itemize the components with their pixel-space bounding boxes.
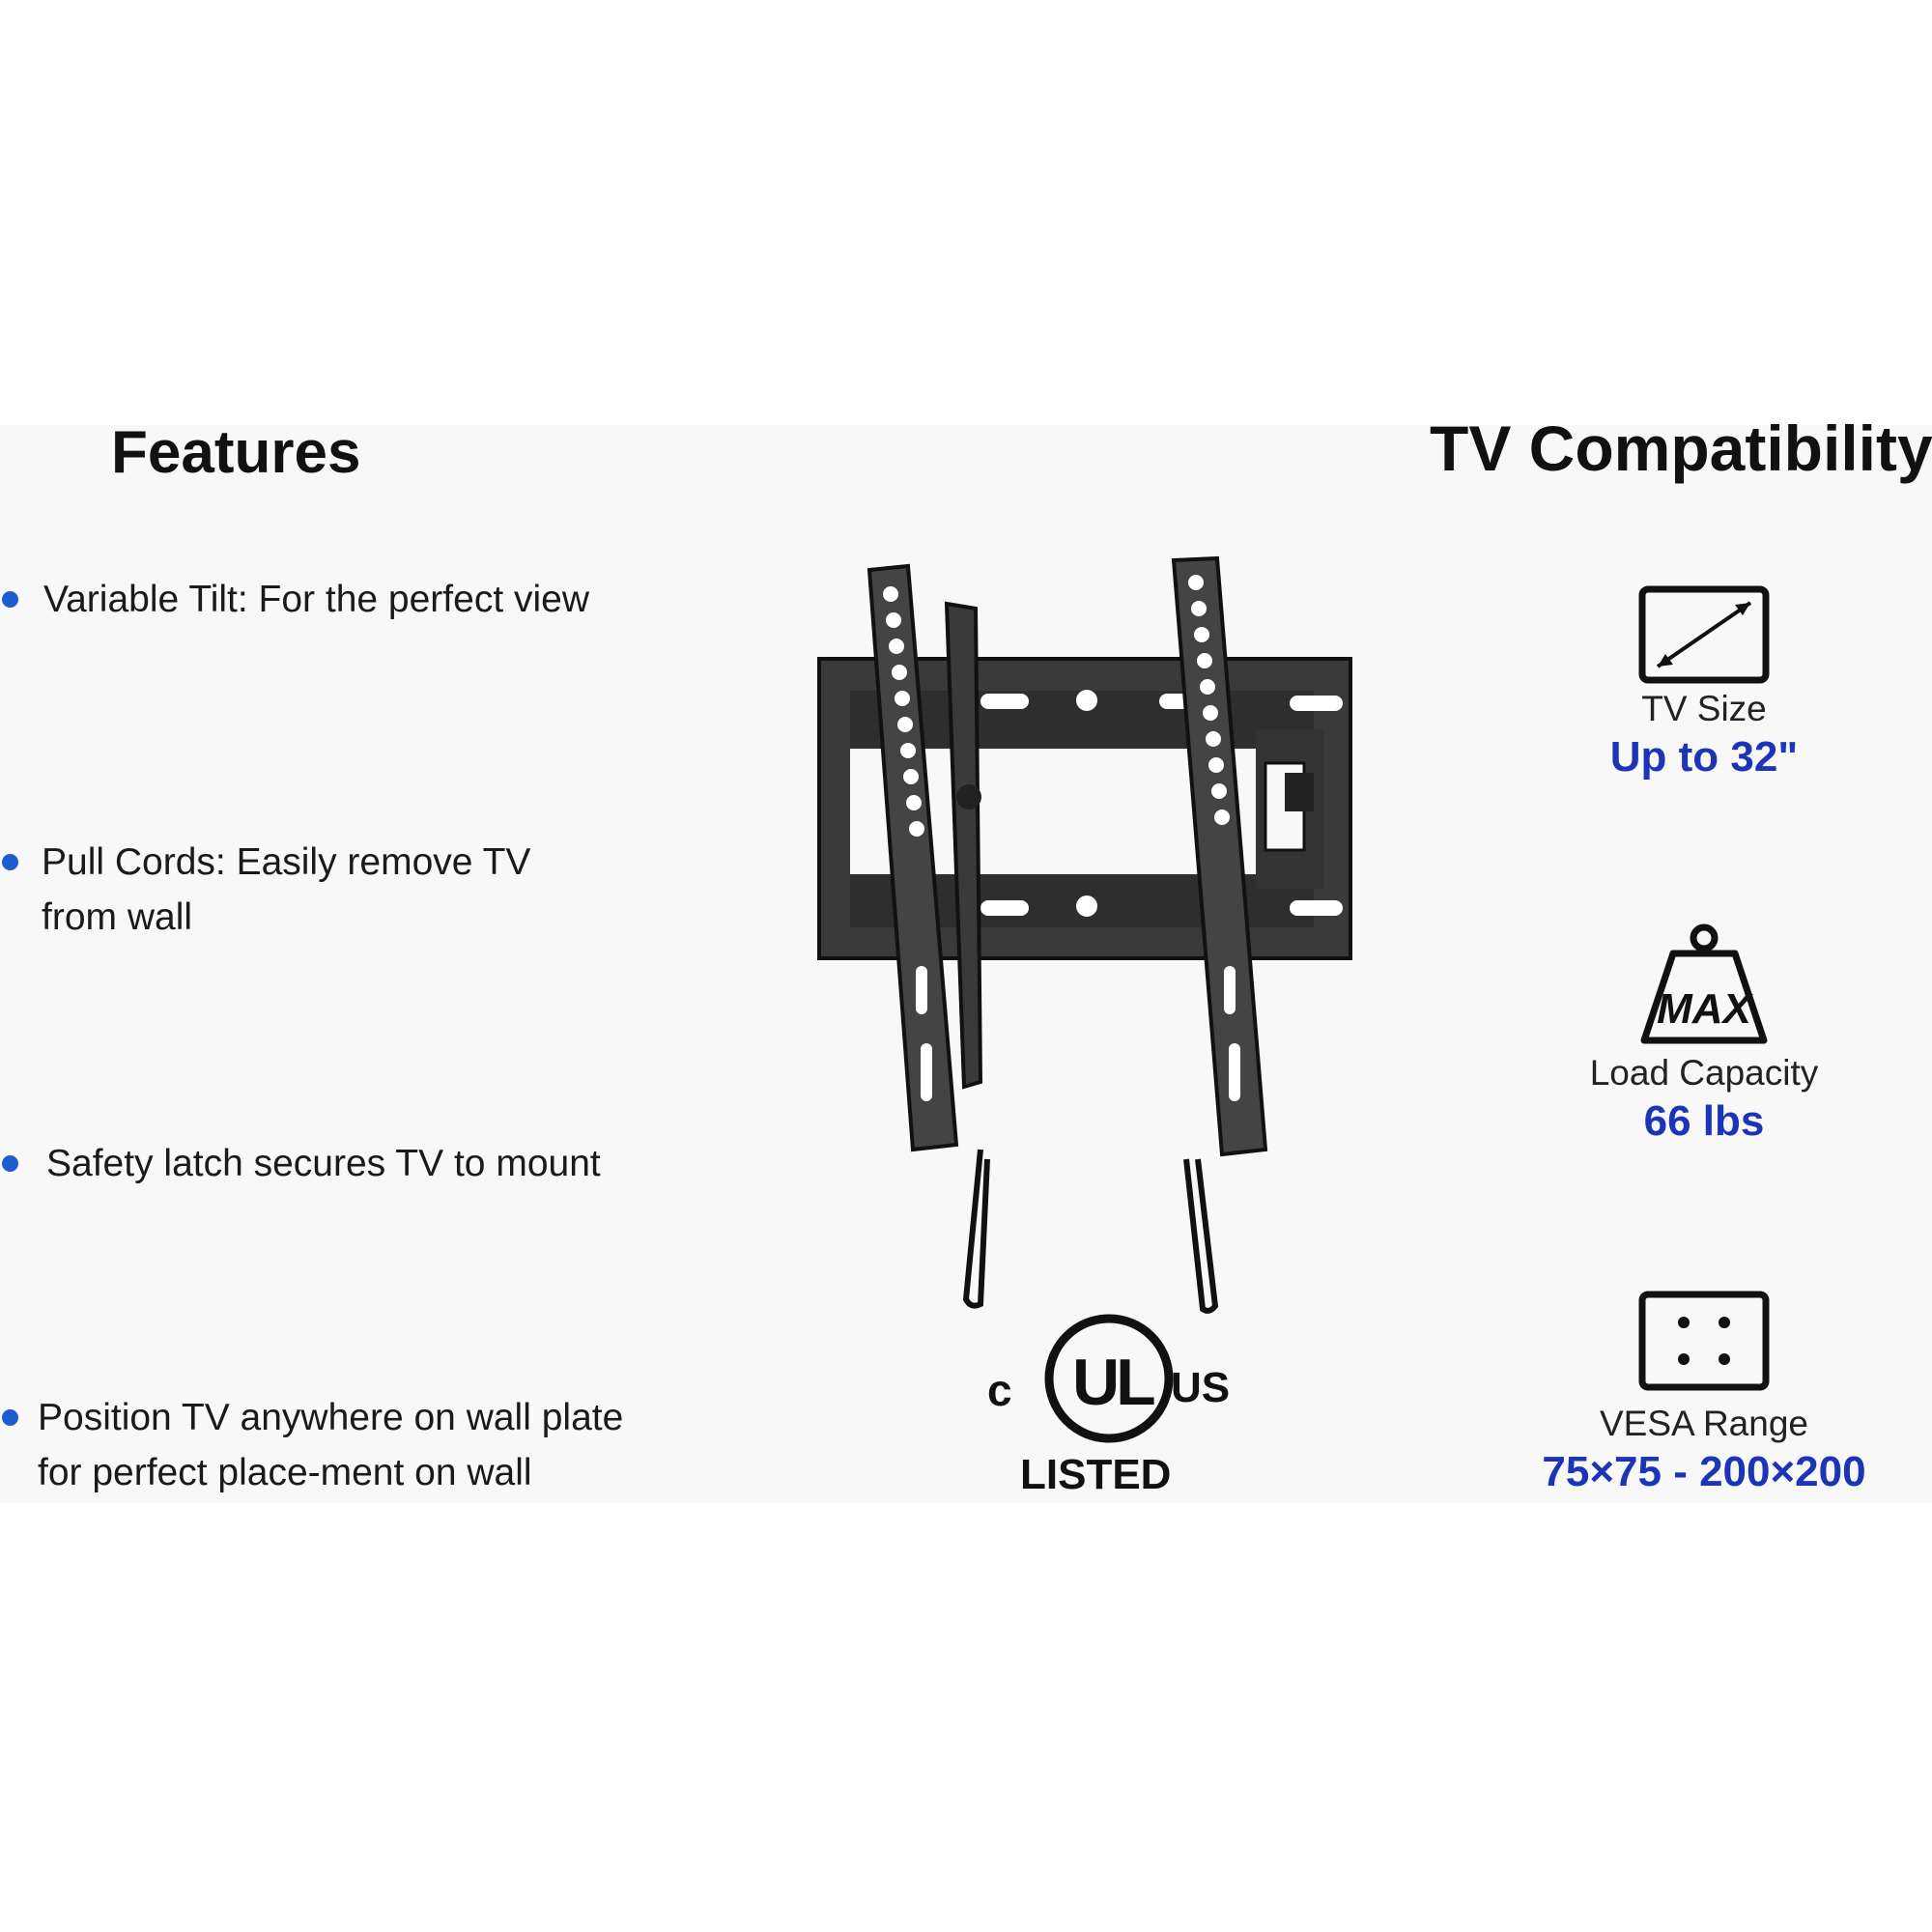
spec-label: Load Capacity (1589, 1053, 1819, 1093)
features-title: Features (111, 419, 361, 486)
max-weight-icon: MAX (1640, 923, 1768, 1044)
bullet-icon (2, 1409, 18, 1426)
ul-mark: UL (1072, 1346, 1156, 1419)
bullet-icon (2, 1155, 18, 1172)
feature-text: Safety latch secures TV to mount (46, 1143, 601, 1184)
spec-vesa-range: VESA Range 75×75 - 200×200 (1511, 1291, 1897, 1496)
feature-item: Pull Cords: Easily remove TV from wall (0, 835, 676, 951)
ul-listed-caption: LISTED (1020, 1451, 1172, 1498)
spec-value: 75×75 - 200×200 (1542, 1448, 1866, 1495)
feature-item: Safety latch secures TV to mount (0, 1136, 676, 1194)
ul-us-mark: US (1171, 1364, 1231, 1411)
bullet-icon (2, 854, 18, 870)
feature-text: Position TV anywhere on wall plate (38, 1397, 624, 1438)
spec-tv-size: TV Size Up to 32" (1511, 585, 1897, 781)
spec-value: 66 lbs (1643, 1097, 1765, 1145)
tv-diagonal-icon (1638, 585, 1770, 684)
tv-mount-image (817, 555, 1352, 1314)
ul-circle-icon (1044, 1314, 1174, 1443)
feature-item: Position TV anywhere on wall plate for p… (0, 1390, 696, 1506)
feature-text: Pull Cords: Easily remove TV (42, 841, 531, 883)
compatibility-title: TV Compatibility (1430, 412, 1932, 484)
feature-item: Variable Tilt: For the perfect view (0, 572, 676, 630)
spec-label: VESA Range (1600, 1404, 1808, 1443)
ul-listed-logo: UL c US LISTED (985, 1306, 1231, 1499)
vesa-pattern-icon (1638, 1291, 1770, 1391)
feature-text: from wall (42, 896, 193, 938)
spec-label: TV Size (1641, 689, 1767, 728)
spec-load-capacity: MAX Load Capacity 66 lbs (1511, 923, 1897, 1146)
feature-text: Variable Tilt: For the perfect view (43, 579, 590, 620)
max-text: MAX (1657, 985, 1753, 1033)
spec-value: Up to 32" (1609, 733, 1799, 781)
ul-canada-mark: c (987, 1365, 1012, 1415)
bullet-icon (2, 591, 18, 608)
feature-text: for perfect place-ment on wall (38, 1452, 532, 1493)
